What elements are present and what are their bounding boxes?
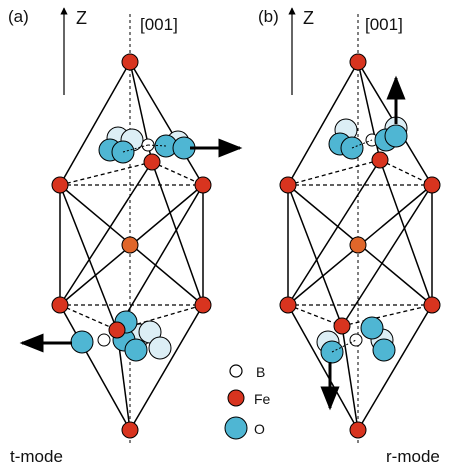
o-atom [70, 330, 94, 354]
panel-b-tag: (b) [258, 7, 279, 26]
fe-atom [121, 53, 139, 71]
panel-b-bonds [287, 61, 433, 431]
fe-atom [108, 321, 126, 339]
o-atom [360, 316, 384, 340]
panel-a-dashed-bonds [59, 161, 204, 331]
fe-atom [51, 176, 69, 194]
legend-b-swatch [229, 364, 243, 378]
panel-a-tag: (a) [8, 7, 29, 26]
o-atom [384, 124, 408, 148]
panel-a-bonds [59, 61, 204, 431]
o-atom [124, 338, 148, 362]
o-atom [372, 338, 396, 362]
legend-fe-swatch [227, 389, 245, 407]
panel-a-z-label: Z [76, 8, 87, 28]
panel-b-direction-label: [001] [365, 15, 403, 34]
panel-b-lower-oxygen-cluster [316, 316, 396, 364]
panel-b-dashed-bonds [287, 159, 433, 327]
panel-b: (b) Z [001] [258, 7, 441, 466]
fe-atom [371, 151, 389, 169]
legend-fe-label: Fe [254, 391, 271, 407]
panel-a-mode-label: t-mode [10, 447, 63, 466]
fe-atom [349, 421, 367, 439]
fe-atom [279, 176, 297, 194]
legend-o-label: O [254, 421, 265, 437]
fe-atom [349, 236, 367, 254]
b-atom [97, 333, 111, 347]
fe-atom [349, 53, 367, 71]
fe-atom [279, 296, 297, 314]
panel-a: (a) Z [001] [8, 7, 243, 466]
panel-a-fe-atoms [51, 53, 212, 439]
panel-b-fe-atoms [279, 53, 441, 439]
fe-atom [333, 317, 351, 335]
panel-b-upper-oxygen-cluster [328, 116, 408, 160]
b-atom [349, 333, 363, 347]
fe-atom [143, 153, 161, 171]
legend-o-swatch [224, 416, 248, 440]
fe-atom [51, 296, 69, 314]
fe-atom [194, 296, 212, 314]
panel-a-upper-oxygen-cluster [98, 126, 196, 164]
panel-a-direction-label: [001] [140, 15, 178, 34]
fe-atom [194, 176, 212, 194]
fe-atom [423, 176, 441, 194]
panel-b-mode-label: r-mode [386, 447, 440, 466]
legend-b-label: B [256, 364, 265, 380]
fe-atom [121, 421, 139, 439]
fe-atom [423, 296, 441, 314]
fe-atom [121, 236, 139, 254]
panel-b-z-label: Z [303, 8, 314, 28]
legend: B Fe O [224, 364, 271, 440]
o-atom [148, 336, 172, 360]
